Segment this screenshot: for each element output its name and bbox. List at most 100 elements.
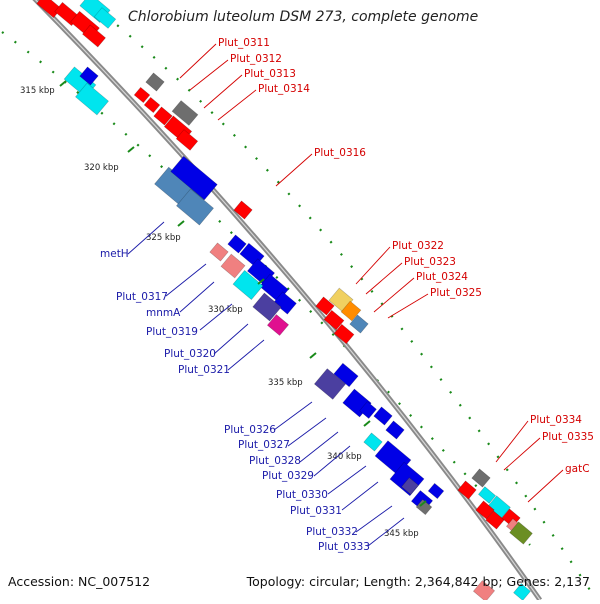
gene-label-reverse: Plut_0331	[290, 505, 342, 517]
genes-layer	[36, 0, 533, 602]
scale-tick-mark	[177, 220, 185, 227]
label-lines-layer	[127, 43, 564, 547]
scale-tick-label: 325 kbp	[146, 233, 181, 243]
gene-block-fwd-k	[315, 296, 335, 316]
gene-block-salmon-b	[220, 253, 246, 279]
gene-label-forward: Plut_0323	[404, 256, 456, 268]
gene-block-fwd-f	[143, 96, 161, 114]
gene-block-rev-k	[373, 406, 393, 426]
scale-tick-mark	[257, 278, 265, 285]
gene-label-reverse: Plut_0327	[238, 439, 290, 451]
gene-block-rev-c	[227, 234, 247, 254]
leader-line-reverse	[199, 303, 233, 331]
gene-block-fwd-n	[457, 480, 477, 500]
gene-block-orange-a	[340, 300, 362, 322]
leader-line-reverse	[313, 445, 351, 477]
gene-block-purple-c	[401, 477, 419, 495]
leader-line-forward	[365, 262, 403, 295]
scale-tick-mark	[59, 80, 67, 87]
gene-block-cyan-d	[75, 82, 109, 116]
gene-label-reverse: Plut_0317	[116, 291, 168, 303]
leader-line-reverse	[355, 505, 393, 533]
scale-tick-label: 335 kbp	[268, 378, 303, 388]
gene-block-fwd-p	[485, 510, 505, 530]
gene-block-fwd-d	[82, 24, 106, 48]
gene-block-gray-d	[471, 468, 491, 488]
gene-label-reverse: Plut_0332	[306, 526, 358, 538]
leader-line-reverse	[227, 339, 265, 371]
leader-line-reverse	[273, 401, 313, 431]
leader-line-forward	[495, 420, 529, 463]
backbone-highlight	[34, 0, 541, 601]
leader-line-reverse	[367, 517, 405, 547]
scale-tick-mark	[309, 352, 317, 359]
leader-line-forward	[203, 74, 243, 109]
gene-block-rev-l	[385, 420, 405, 440]
gene-block-fwd-l	[323, 309, 345, 331]
gene-label-reverse: metH	[100, 248, 129, 260]
gene-label-forward: gatC	[565, 463, 590, 475]
gene-block-olive-a	[509, 521, 533, 545]
leader-line-forward	[503, 437, 541, 471]
gene-label-reverse: mnmA	[146, 307, 181, 319]
gene-label-forward: Plut_0313	[244, 68, 296, 80]
gene-block-gray-b	[171, 100, 199, 126]
gene-label-forward: Plut_0312	[230, 53, 282, 65]
backbone-layer	[32, 0, 543, 602]
gene-block-fwd-m	[333, 323, 355, 345]
gene-block-rev-j	[359, 401, 377, 419]
gene-label-reverse: Plut_0321	[178, 364, 230, 376]
leader-line-reverse	[127, 221, 165, 255]
gene-label-reverse: Plut_0329	[262, 470, 314, 482]
leader-line-forward	[275, 153, 313, 187]
gene-label-reverse: Plut_0333	[318, 541, 370, 553]
leader-line-forward	[179, 43, 217, 79]
gene-block-rev-g	[273, 291, 297, 315]
gene-label-reverse: Plut_0319	[146, 326, 198, 338]
gene-label-reverse: Plut_0320	[164, 348, 216, 360]
leader-line-forward	[189, 59, 229, 91]
gene-label-forward: Plut_0324	[416, 271, 468, 283]
gene-block-salmon-a	[209, 242, 229, 262]
gene-block-fwd-o	[475, 500, 495, 520]
leader-line-forward	[387, 293, 429, 319]
gene-label-reverse: Plut_0326	[224, 424, 276, 436]
gene-block-gray-c	[415, 498, 433, 516]
scale-tick-label: 320 kbp	[84, 163, 119, 173]
leader-line-forward	[355, 246, 391, 285]
gene-label-reverse: Plut_0328	[249, 455, 301, 467]
gene-block-purple-b	[313, 368, 347, 400]
gene-label-forward: Plut_0322	[392, 240, 444, 252]
gene-block-rev-a	[79, 66, 99, 86]
gene-block-cyan-e	[232, 269, 264, 301]
scale-tick-label: 315 kbp	[20, 86, 55, 96]
gene-block-rev-b	[170, 155, 218, 201]
gc-dots-outer-forward	[104, 14, 591, 591]
gene-label-forward: Plut_0314	[258, 83, 310, 95]
gene-block-fwd-i	[175, 129, 199, 151]
gene-block-salmon-d	[472, 580, 496, 602]
leader-line-forward	[373, 277, 415, 313]
leader-line-reverse	[213, 323, 249, 355]
leader-line-forward	[217, 89, 257, 121]
scale-tick-label: 345 kbp	[384, 529, 419, 539]
leader-line-forward	[527, 469, 564, 503]
gene-block-rev-p	[427, 482, 445, 500]
gene-label-forward: Plut_0316	[314, 147, 366, 159]
gene-label-forward: Plut_0325	[430, 287, 482, 299]
scale-tick-label: 340 kbp	[327, 452, 362, 462]
gene-block-purple-a	[252, 292, 282, 322]
gene-block-rev-h	[333, 362, 359, 388]
gene-block-steel-b	[176, 188, 214, 226]
map-title: Chlorobium luteolum DSM 273, complete ge…	[128, 9, 479, 25]
gene-block-gray-a	[145, 72, 165, 92]
gc-dots-layer	[1, 14, 591, 591]
leader-line-reverse	[327, 465, 367, 495]
gene-label-forward: Plut_0335	[542, 431, 594, 443]
gene-label-forward: Plut_0334	[530, 414, 582, 426]
gene-block-magenta-a	[266, 314, 290, 336]
gene-block-fwd-g	[153, 106, 173, 126]
leader-line-reverse	[287, 417, 327, 447]
gene-block-fwd-e	[133, 86, 151, 104]
